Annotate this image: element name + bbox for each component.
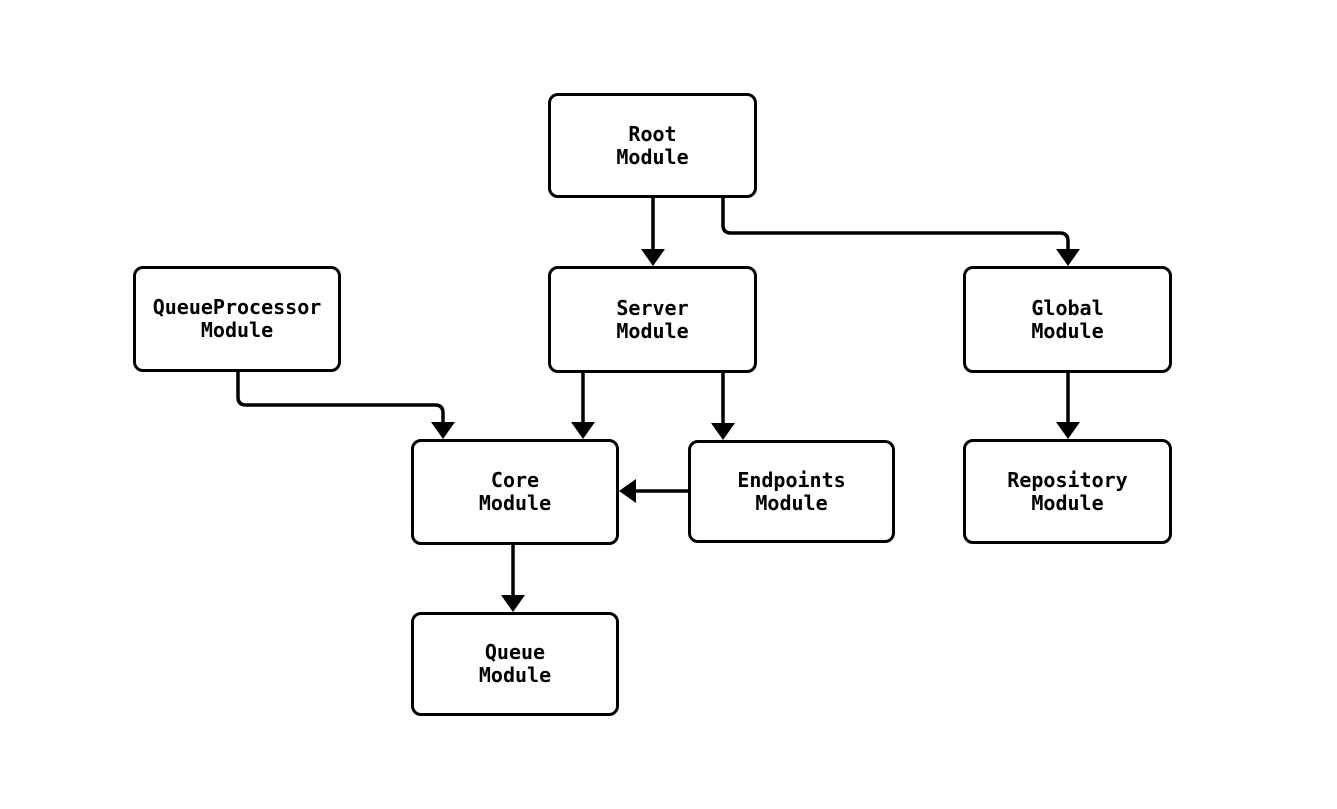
arrowhead-icon-endpoints-module-to-core-module [619,479,636,503]
arrowhead-icon-root-module-to-server-module [641,249,665,266]
node-label: Root [628,121,677,146]
node-label: Queue [484,640,546,664]
node-label: Module [755,490,828,515]
arrowhead-icon-server-module-to-endpoints-module [711,423,735,440]
edge-root-module-to-global-module [721,198,1070,249]
node-label: Repository [1007,467,1128,492]
node-label: Module [478,663,552,687]
arrowhead-icon-root-module-to-global-module [1056,249,1080,266]
edge-queueprocessor-module-to-core-module [236,372,445,422]
arrowhead-icon-queueprocessor-module-to-core-module [431,422,455,439]
arrowhead-icon-core-module-to-queue-module [501,595,525,612]
node-label: Module [1031,490,1104,515]
node-label: Module [616,318,689,343]
node-label: Module [616,144,689,169]
node-label: Endpoints [737,467,846,492]
node-label: Module [200,318,274,342]
node-label: Core [490,468,540,492]
node-label: Server [616,295,689,320]
node-label: Module [1031,318,1104,343]
node-label: QueueProcessor [152,295,322,319]
arrowhead-icon-global-module-to-repository-module [1056,422,1080,439]
node-label: Module [478,491,552,515]
node-label: Global [1031,295,1104,320]
arrowhead-icon-server-module-to-core-module [571,422,595,439]
